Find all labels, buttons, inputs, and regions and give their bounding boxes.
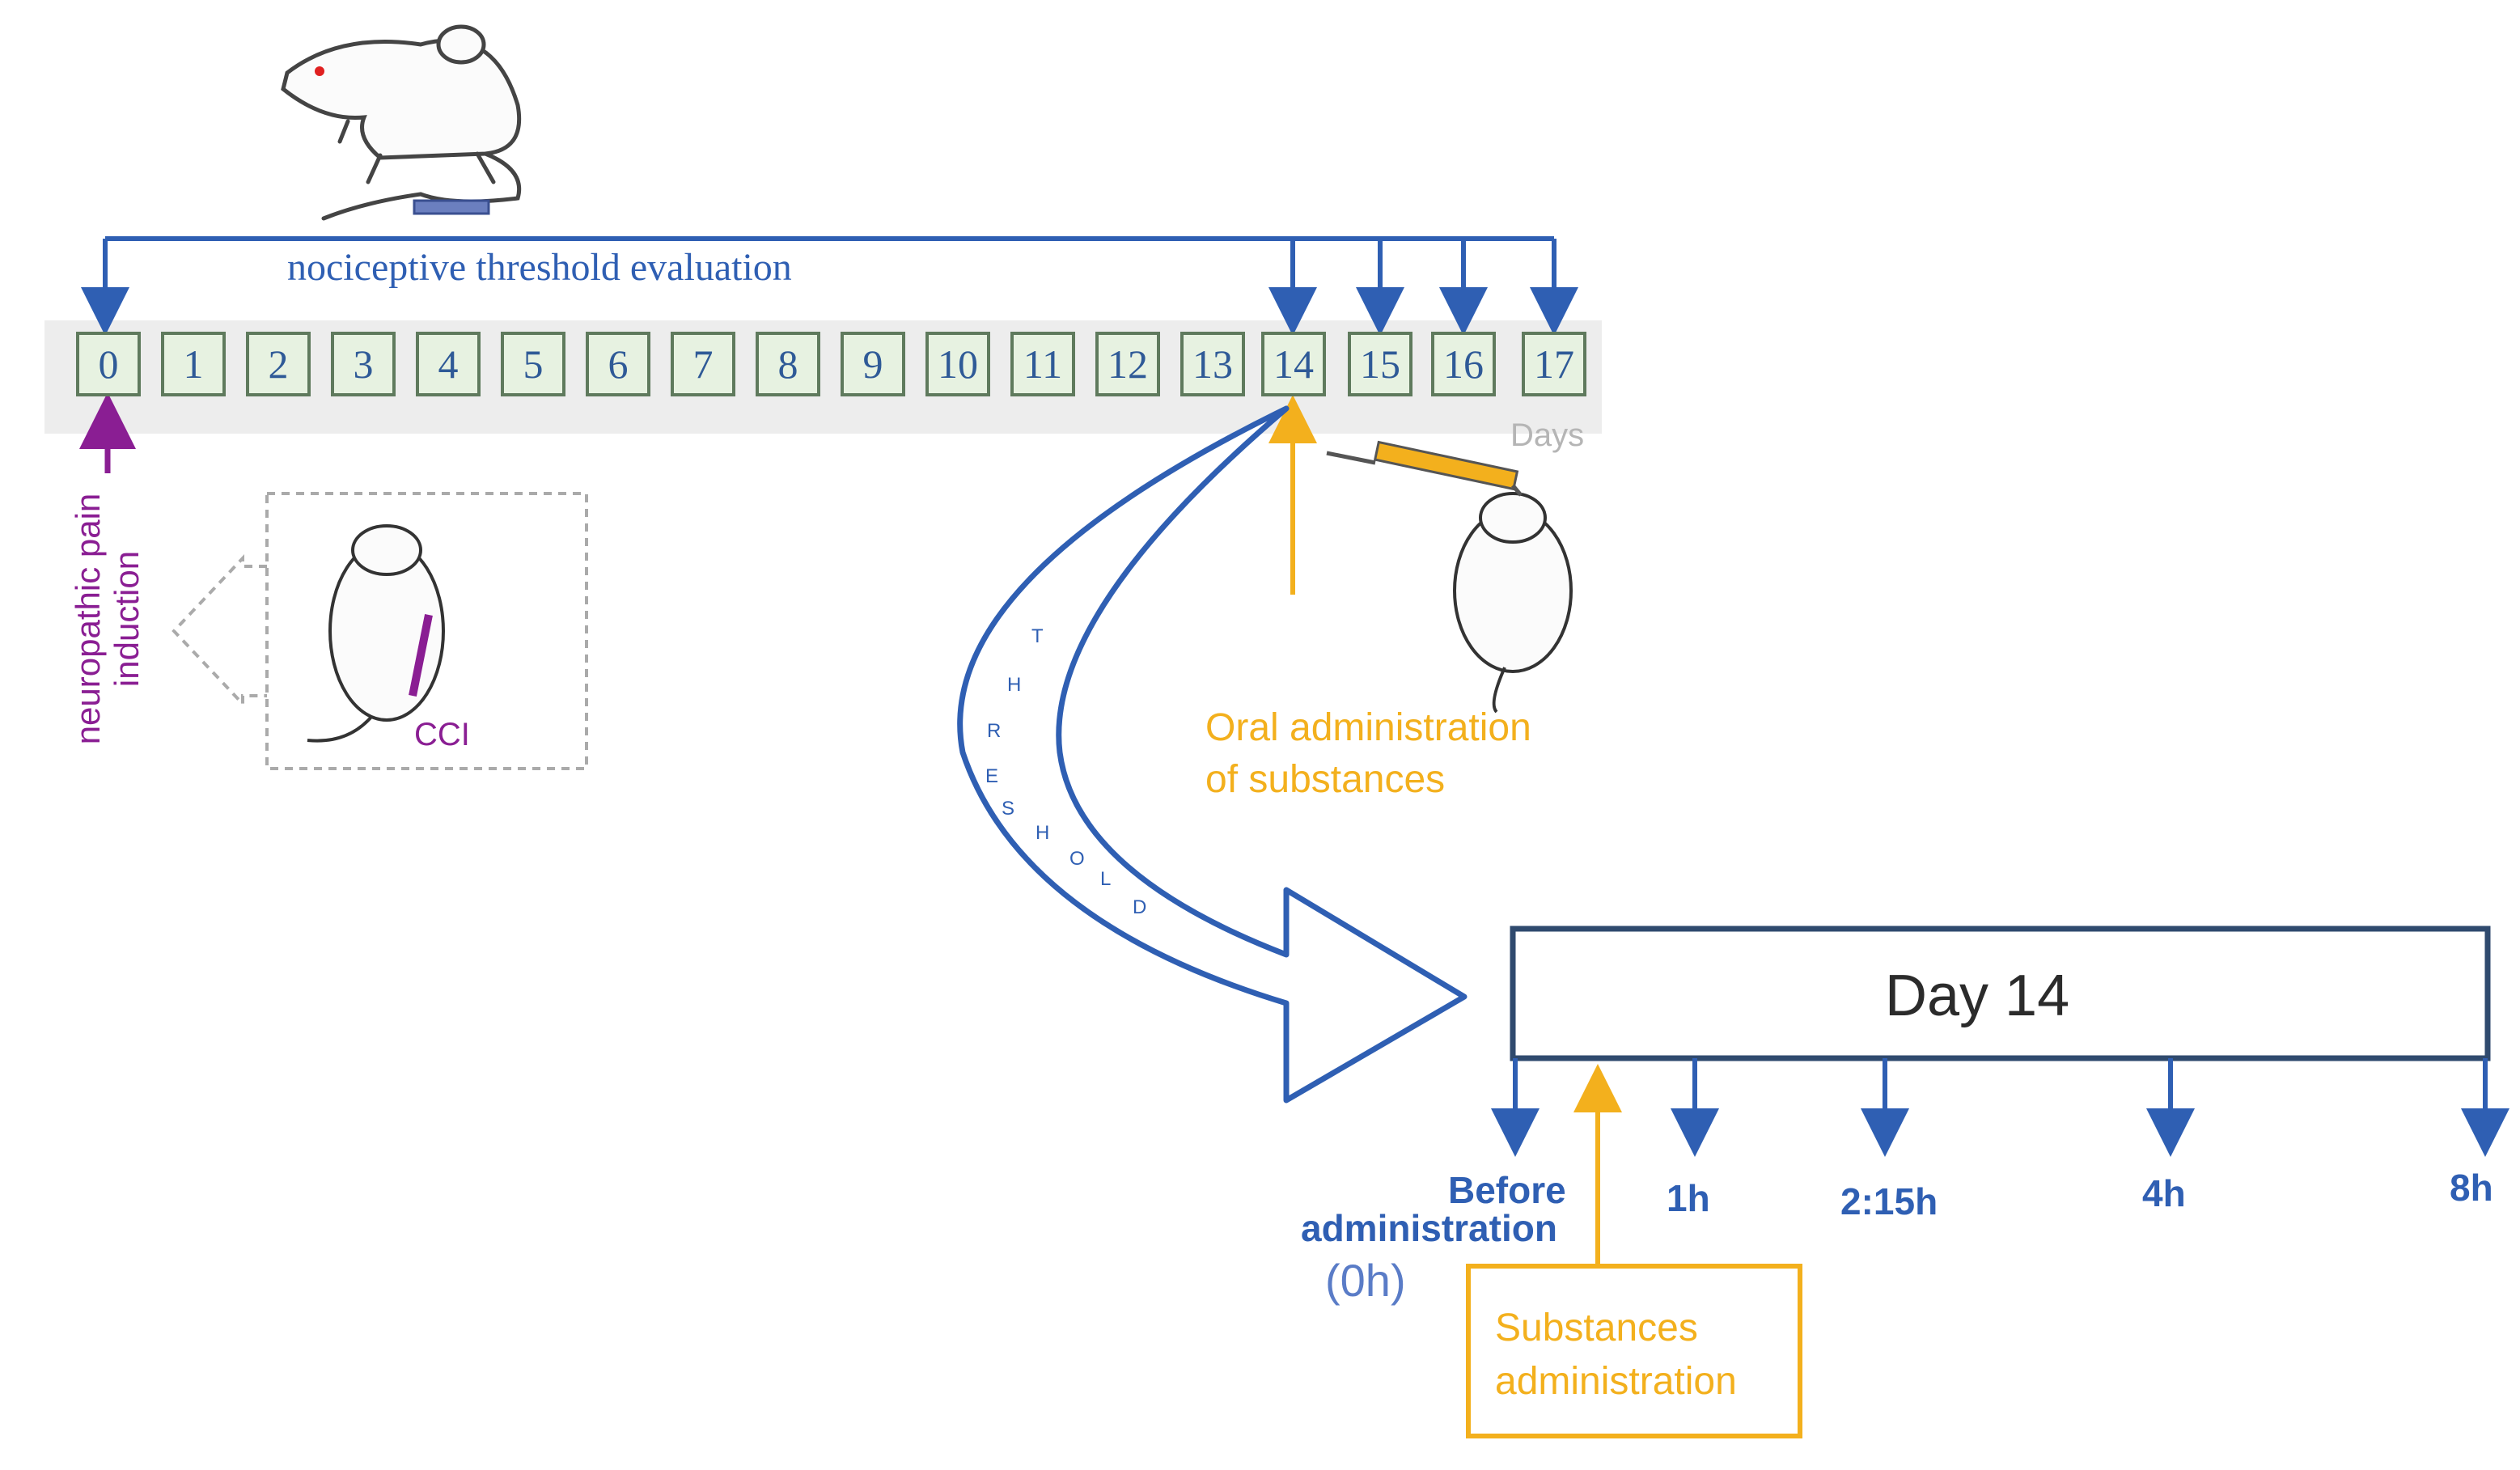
day-box: 13 [1180,332,1245,396]
day-box: 3 [331,332,396,396]
threshold-letter: H [1007,674,1022,696]
day14-title: Day 14 [1885,964,2070,1028]
oral-label-line2: of substances [1205,758,1446,801]
day-box: 9 [841,332,905,396]
before-label-line1: Before [1448,1169,1566,1211]
day14-arrows [1491,1058,2509,1157]
before-label-line2: administration [1301,1207,1557,1249]
cci-inset [172,492,588,770]
day-box: 12 [1095,332,1160,396]
rat-top-icon [281,24,522,221]
day-box: 2 [246,332,311,396]
cci-mark [409,614,433,697]
substances-label-line2: administration [1495,1360,1737,1403]
day-box: 0 [76,332,141,396]
threshold-curved-arrow [957,405,1468,1104]
evaluation-label: nociceptive threshold evaluation [287,246,792,289]
day-box: 4 [416,332,481,396]
timepoint-label: 4h [2142,1172,2186,1214]
day-box: 17 [1522,332,1586,396]
threshold-letter: T [1031,625,1044,647]
day-box: 5 [501,332,565,396]
induction-label-text: neuropathic pain induction [69,493,146,745]
day-box: 1 [161,332,226,396]
substances-box [1466,1264,1802,1438]
day-box: 6 [586,332,650,396]
threshold-letter: D [1133,896,1147,918]
oral-label-line1: Oral administration [1205,706,1531,749]
days-unit-label: Days [1510,417,1585,453]
day-box: 15 [1348,332,1412,396]
substances-label-line1: Substances [1495,1307,1698,1349]
evaluation-bracket [81,236,1578,336]
threshold-letter: L [1100,868,1112,890]
day-box: 8 [756,332,820,396]
day-box: 11 [1010,332,1075,396]
before-label-line3: (0h) [1325,1255,1406,1306]
day-box: 14 [1261,332,1326,396]
timepoint-label: 1h [1667,1177,1710,1219]
threshold-letter: O [1069,848,1085,870]
day-box: 16 [1431,332,1496,396]
timepoint-label: 8h [2450,1167,2493,1209]
day-box: 10 [925,332,990,396]
threshold-letter: E [985,765,999,787]
day14-box [1510,926,2491,1061]
timepoint-label: 2:15h [1840,1180,1938,1222]
induction-label: neuropathic pain induction [69,457,147,781]
syringe-icon [1326,440,1523,497]
threshold-letter: R [987,720,1002,742]
rat-oral-icon [1453,492,1573,714]
threshold-letter: S [1002,798,1015,820]
day-box: 7 [671,332,735,396]
cci-label: CCI [414,717,470,752]
threshold-letter: H [1036,822,1050,844]
